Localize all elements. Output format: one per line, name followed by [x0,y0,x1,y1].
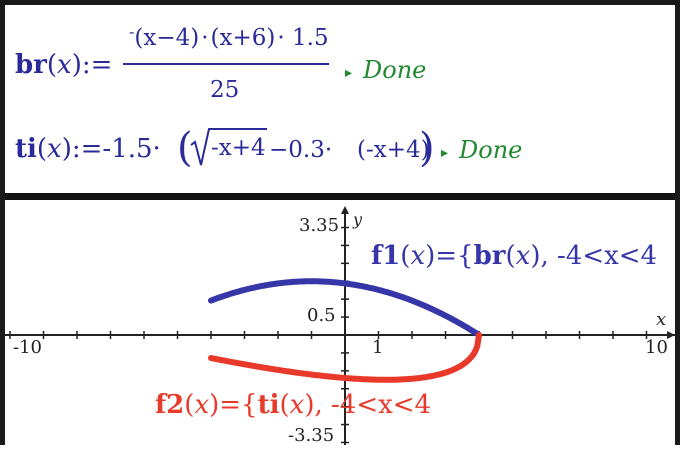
sqrt-symbol [190,128,267,166]
big-close-paren: ) [419,125,435,171]
calculator-history: br(x):= -(x−4)·(x+6)· 1.5 25 ▸ Done ti(x… [15,22,522,171]
arg-x: x [47,134,62,164]
y-min-label[interactable]: -3.35 [288,425,334,446]
entry-ti-definition[interactable]: ti(x):=-1.5· ( -x+4 −0.3· (-x+4) ) ▸ Don… [15,125,522,171]
denominator: 25 [210,77,239,103]
y-tick-label: 0.5 [307,305,336,326]
calculator-pane[interactable]: br(x):= -(x−4)·(x+6)· 1.5 25 ▸ Done ti(x… [5,5,675,193]
svg-text:br(x):=: br(x):= [15,50,112,80]
curve-f2[interactable] [208,332,482,383]
func-name-ti: ti [15,134,37,164]
f2-label[interactable]: f2(x)={ti(x), -4<x<4 [155,390,431,420]
svg-text:f2(x)={ti(x), -4<x<4: f2(x)={ti(x), -4<x<4 [155,390,431,420]
x-min-label[interactable]: -10 [13,337,42,358]
arg-x: x [57,50,72,80]
curve-f1[interactable] [208,278,482,338]
coefficient: -1.5· [102,134,160,164]
svg-text:ti(x):=-1.5·: ti(x):=-1.5· [15,134,161,164]
entry-br-definition[interactable]: br(x):= -(x−4)·(x+6)· 1.5 25 ▸ Done [15,22,426,103]
result-done-1: Done [362,56,426,84]
x-tick-label: 1 [372,337,383,358]
y-max-label[interactable]: 3.35 [299,215,339,236]
middle-term: −0.3· [269,137,332,163]
result-arrow-icon: ▸ [441,145,448,161]
result-done-2: Done [458,136,522,164]
y-axis-arrow-icon [341,206,349,214]
graph-canvas[interactable]: -10 10 3.35 -3.35 1 0.5 y x f1(x)={br(x)… [5,200,680,446]
y-axis-label: y [352,210,363,229]
pane-divider[interactable] [5,193,675,200]
svg-text:f1(x)={br(x), -4<x<4: f1(x)={br(x), -4<x<4 [371,241,657,271]
y-axis-ticks [341,226,349,444]
radicand: -x+4 [211,135,266,161]
numerator: -(x−4)·(x+6)· 1.5 [129,22,329,51]
open-paren: ( [47,50,57,80]
x-axis-ticks [9,331,680,339]
x-axis-label: x [656,309,666,330]
x-axis-arrow-icon [667,331,675,339]
assign-symbol: ):= [72,50,113,80]
f1-label[interactable]: f1(x)={br(x), -4<x<4 [371,241,657,271]
tail-term: (-x+4) [357,137,430,163]
big-open-paren: ( [177,125,193,171]
result-arrow-icon: ▸ [345,65,352,81]
graph-pane[interactable]: -10 10 3.35 -3.35 1 0.5 y x f1(x)={br(x)… [5,200,680,446]
func-name-br: br [15,50,47,80]
x-max-label[interactable]: 10 [645,337,668,358]
